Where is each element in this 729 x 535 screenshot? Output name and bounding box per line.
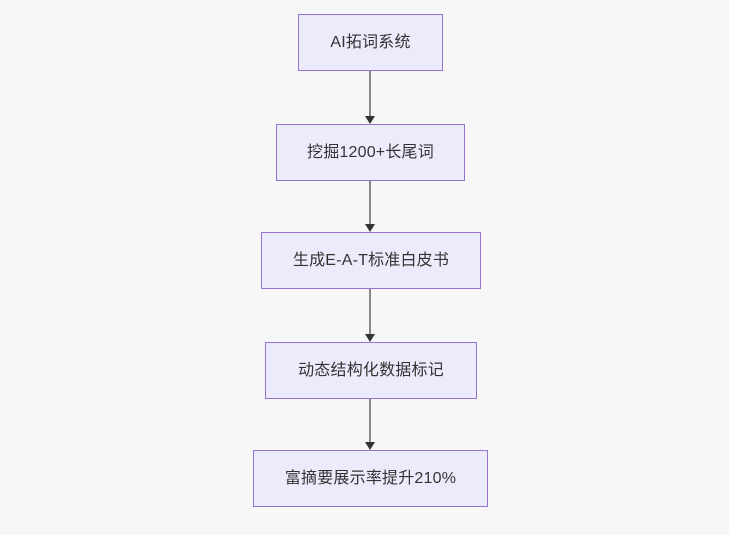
flow-node-n5[interactable]: 富摘要展示率提升210% (253, 450, 488, 507)
flow-node-label: 挖掘1200+长尾词 (307, 143, 434, 161)
flow-edge-n3-n4 (369, 289, 371, 334)
flow-node-n3[interactable]: 生成E-A-T标准白皮书 (261, 232, 481, 289)
flow-edge-n4-n5 (369, 399, 371, 442)
flow-edge-n2-n3 (369, 181, 371, 224)
flow-arrowhead-n2-n3 (365, 224, 375, 232)
flow-node-n2[interactable]: 挖掘1200+长尾词 (276, 124, 465, 181)
flow-node-n1[interactable]: AI拓词系统 (298, 14, 443, 71)
flow-node-label: 富摘要展示率提升210% (284, 469, 457, 487)
flow-node-n4[interactable]: 动态结构化数据标记 (265, 342, 477, 399)
flow-node-label: AI拓词系统 (330, 33, 411, 51)
flow-arrowhead-n4-n5 (365, 442, 375, 450)
flow-arrowhead-n1-n2 (365, 116, 375, 124)
flow-arrowhead-n3-n4 (365, 334, 375, 342)
flow-node-label: 生成E-A-T标准白皮书 (292, 251, 450, 269)
flow-edge-n1-n2 (369, 71, 371, 116)
flow-node-label: 动态结构化数据标记 (298, 361, 444, 379)
